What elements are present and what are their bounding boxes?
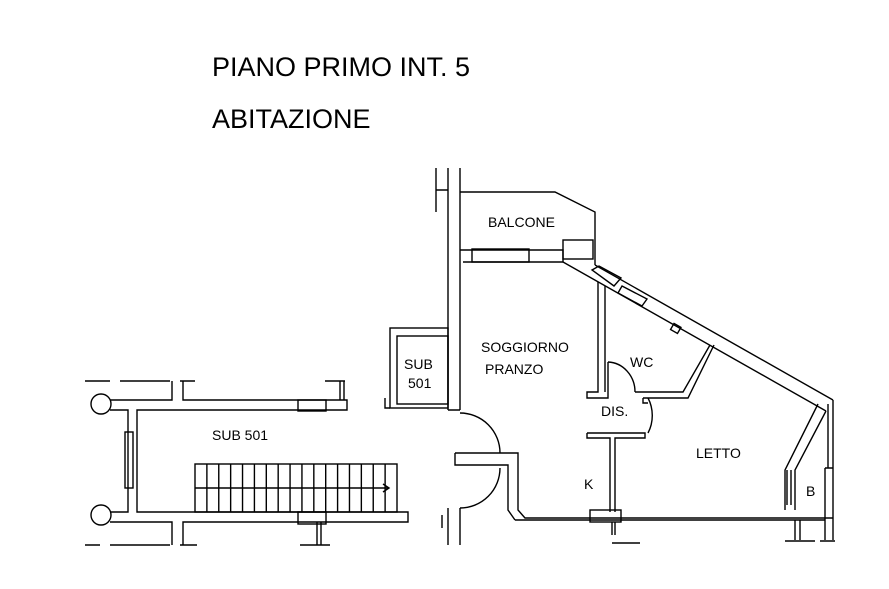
stair-direction-arrow [195, 483, 391, 493]
balcony-fixture [562, 239, 594, 260]
balcony-window [471, 248, 530, 263]
sub-501-area [85, 380, 409, 546]
staircase [194, 463, 398, 513]
window [124, 431, 134, 489]
room-label-b: B [806, 483, 815, 499]
room-label-dis: DIS. [601, 403, 628, 419]
sub-box-label-1: SUB [404, 356, 433, 372]
room-label-wc: WC [630, 354, 653, 370]
room-label-k: K [584, 476, 594, 492]
plan-subtitle: ABITAZIONE [212, 104, 371, 134]
room-label-balcone: BALCONE [488, 214, 555, 230]
room-label-pranzo: PRANZO [485, 361, 543, 377]
apartment-walls [384, 168, 835, 545]
room-label-letto: LETTO [696, 445, 741, 461]
room-label-soggiorno: SOGGIORNO [481, 339, 569, 355]
sub-box-label-2: 501 [408, 375, 432, 391]
column [90, 393, 112, 415]
column [90, 504, 112, 526]
plan-title: PIANO PRIMO INT. 5 [212, 52, 470, 82]
room-label-sub-501: SUB 501 [212, 427, 268, 443]
